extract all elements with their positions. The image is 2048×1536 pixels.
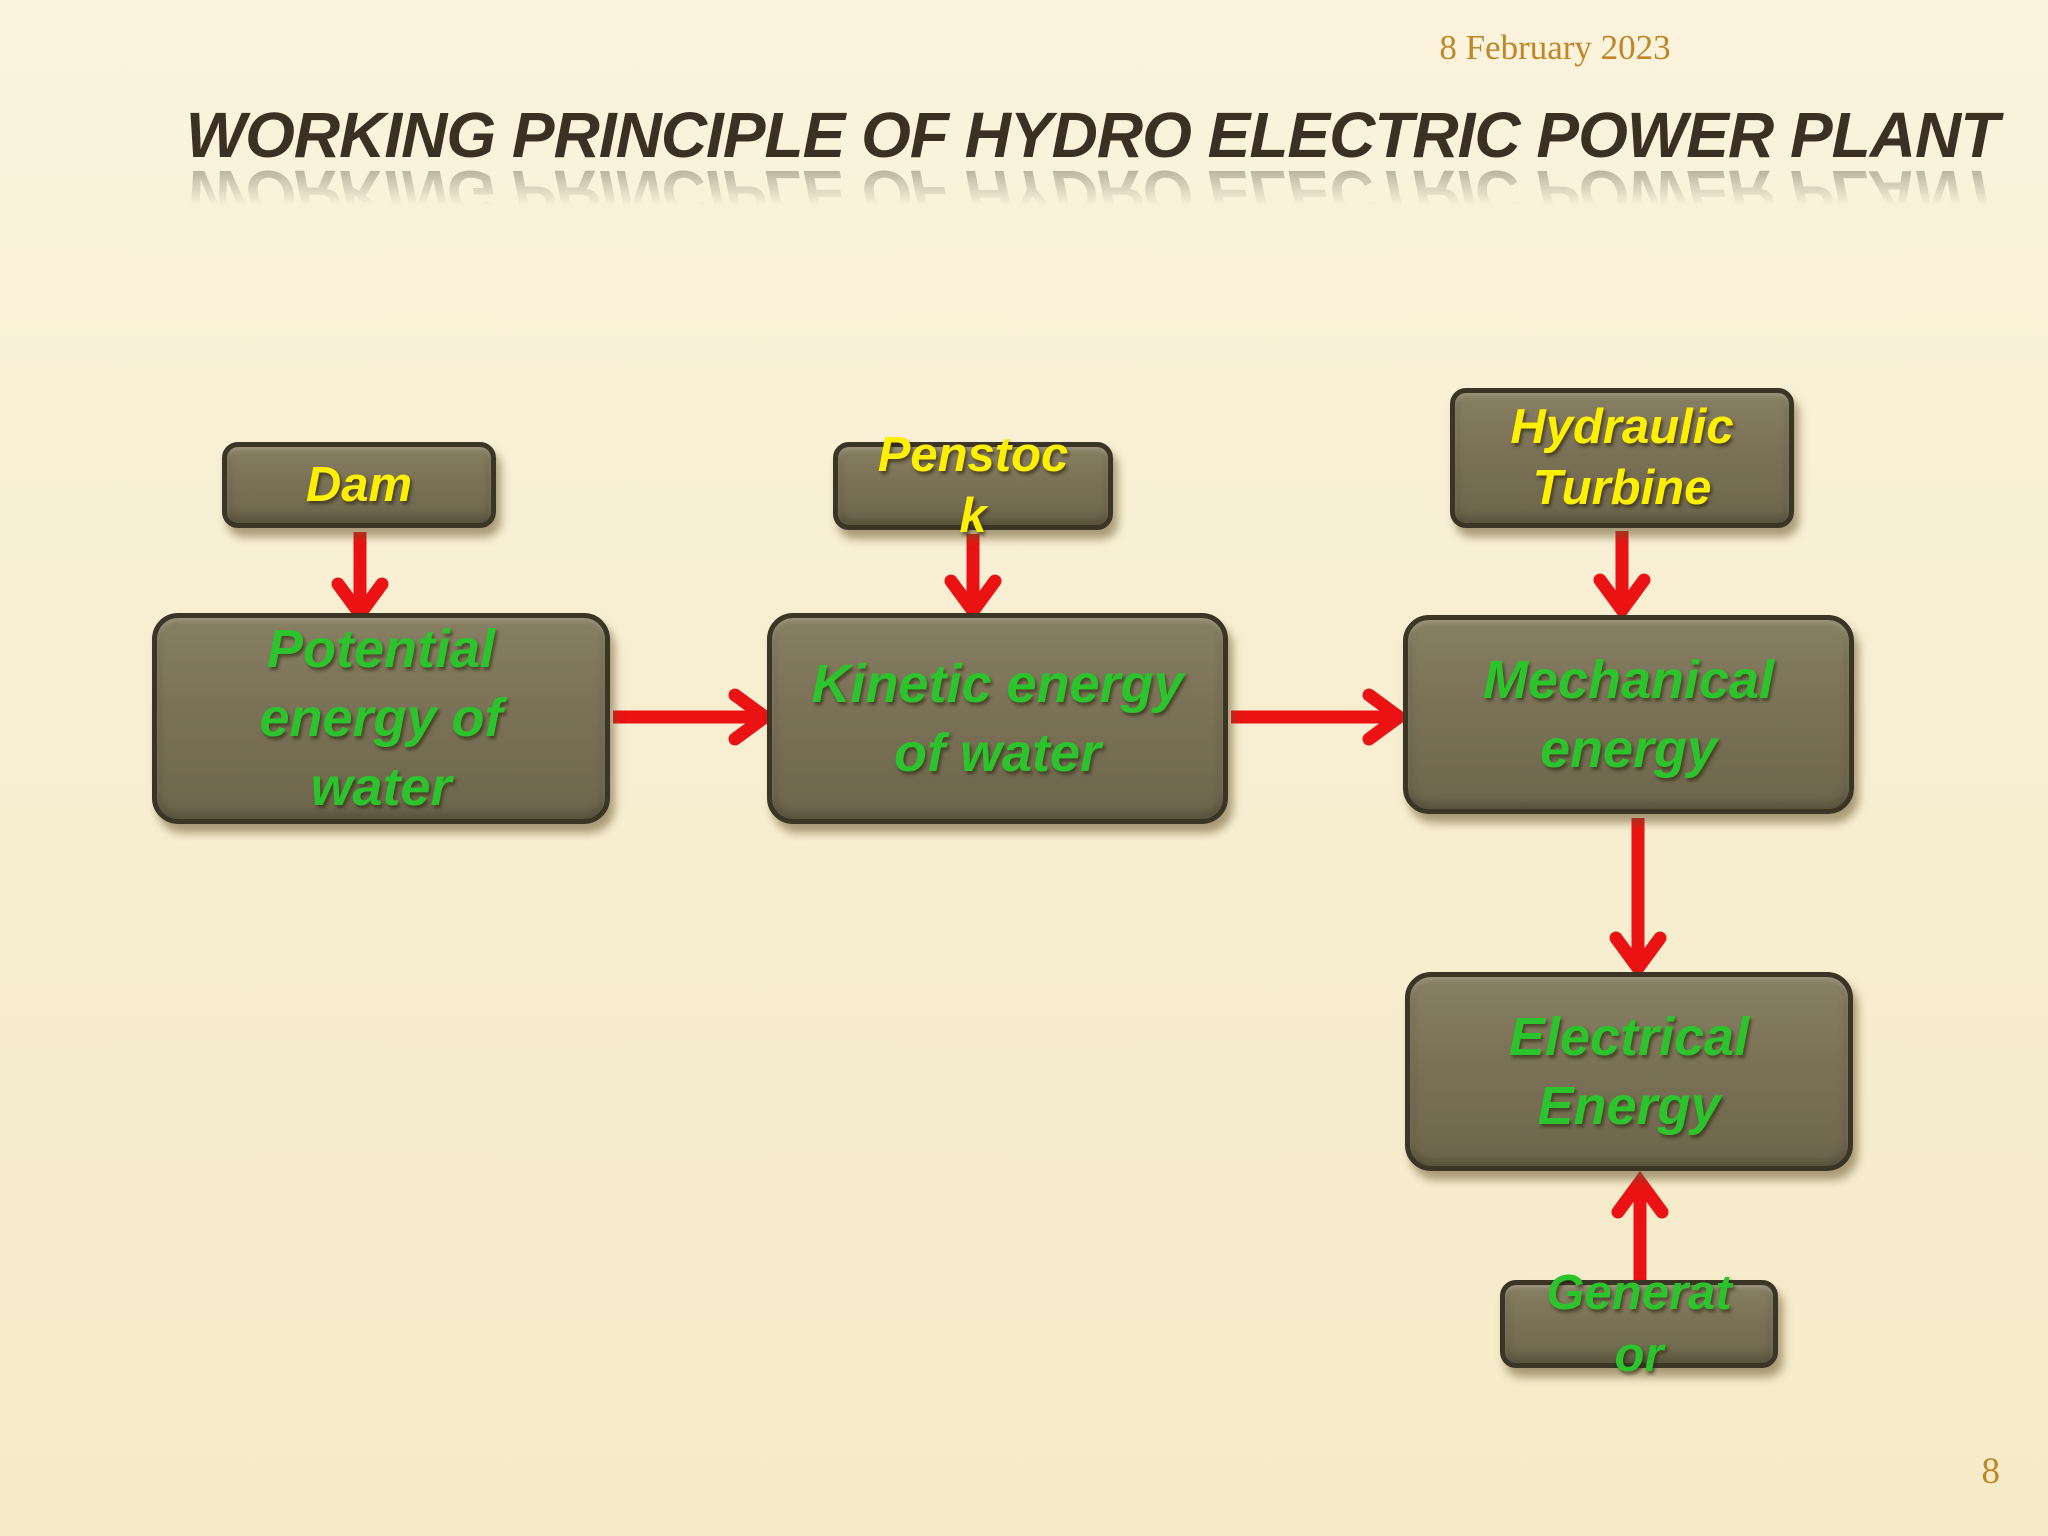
flow-node-label-line: Hydraulic bbox=[1510, 400, 1734, 454]
flow-node-label-line: Turbine bbox=[1532, 461, 1712, 515]
flow-node-label: Dam bbox=[306, 455, 412, 516]
flow-node-label: Penstoc k bbox=[878, 425, 1069, 547]
flow-node-label-line: Kinetic energy bbox=[811, 653, 1184, 714]
flow-arrow-hydraulic-turbine-to-mechanical-energy bbox=[1593, 531, 1651, 621]
flow-node-label-line: energy bbox=[1539, 718, 1718, 779]
flow-arrow-kinetic-energy-to-mechanical-energy bbox=[1231, 688, 1410, 746]
flow-node-label-line: Generat bbox=[1546, 1266, 1732, 1320]
slide-date: 8 February 2023 bbox=[1439, 28, 1671, 67]
flow-node-mechanical-energy: Mechanical energy bbox=[1403, 615, 1854, 814]
flow-node-label-line: Potential bbox=[266, 619, 496, 679]
flow-arrow-dam-to-potential-energy bbox=[331, 532, 389, 625]
flow-node-label-line: Mechanical bbox=[1482, 649, 1775, 710]
page-number: 8 bbox=[1981, 1451, 2001, 1492]
flow-node-kinetic-energy: Kinetic energy of water bbox=[767, 613, 1228, 824]
flow-node-generator: Generat or bbox=[1500, 1266, 1778, 1382]
flow-node-label-line: Energy bbox=[1537, 1075, 1721, 1136]
flow-node-label-line: Electrical bbox=[1508, 1006, 1750, 1067]
flow-node-label: Kinetic energy of water bbox=[811, 650, 1183, 788]
flow-node-label-line: energy of bbox=[259, 688, 503, 748]
flow-node-label: Potential energy of water bbox=[259, 615, 502, 822]
flow-arrow-mechanical-energy-to-electrical-energy bbox=[1609, 818, 1667, 979]
flow-node-dam: Dam bbox=[222, 442, 496, 528]
flow-arrow-potential-energy-to-kinetic-energy bbox=[613, 688, 776, 746]
flow-node-label-line: Dam bbox=[305, 457, 413, 512]
flow-node-label-line: k bbox=[959, 489, 987, 543]
flow-node-potential-energy: Potential energy of water bbox=[152, 613, 610, 824]
flow-node-label: Generat or bbox=[1546, 1262, 1731, 1386]
slide-title: WORKING PRINCIPLE OF HYDRO ELECTRIC POWE… bbox=[185, 99, 2000, 171]
flow-node-label-line: of water bbox=[893, 722, 1102, 783]
flow-node-penstock: Penstoc k bbox=[833, 428, 1113, 543]
flow-node-label-line: water bbox=[310, 757, 452, 817]
flow-node-label-line: or bbox=[1614, 1328, 1664, 1382]
flow-node-label-line: Penstoc bbox=[877, 428, 1069, 482]
flow-node-label: Mechanical energy bbox=[1483, 646, 1774, 784]
flow-arrow-penstock-to-kinetic-energy bbox=[944, 534, 1002, 622]
